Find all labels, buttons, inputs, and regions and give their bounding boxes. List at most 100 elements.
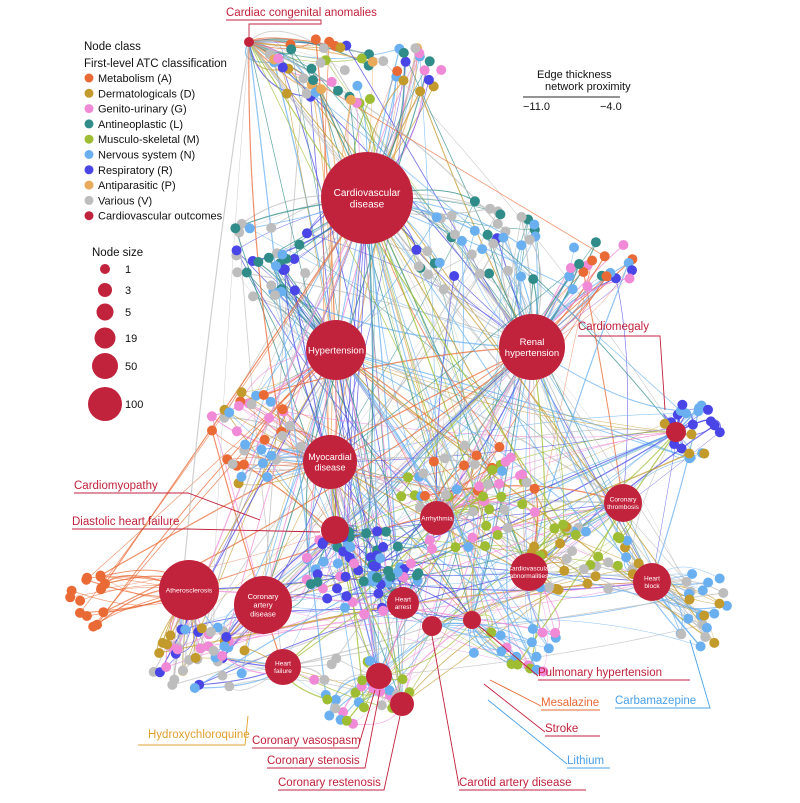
- drug-node[interactable]: [468, 647, 479, 658]
- drug-node[interactable]: [236, 387, 247, 398]
- drug-node[interactable]: [517, 499, 528, 510]
- drug-node[interactable]: [420, 490, 430, 501]
- outcome-hub[interactable]: [265, 649, 301, 685]
- drug-node[interactable]: [345, 94, 356, 105]
- drug-node[interactable]: [341, 591, 352, 602]
- drug-node[interactable]: [505, 452, 516, 463]
- drug-node[interactable]: [624, 273, 635, 284]
- drug-node[interactable]: [205, 626, 216, 637]
- drug-node[interactable]: [699, 610, 710, 621]
- drug-node[interactable]: [364, 655, 375, 666]
- drug-node[interactable]: [494, 478, 505, 489]
- drug-node[interactable]: [415, 86, 426, 97]
- drug-node[interactable]: [699, 448, 710, 459]
- drug-node[interactable]: [697, 585, 708, 596]
- drug-node[interactable]: [177, 665, 188, 676]
- outcome-hub[interactable]: [633, 563, 671, 601]
- drug-node[interactable]: [681, 408, 691, 419]
- drug-node[interactable]: [681, 576, 692, 587]
- outcome-node[interactable]: [321, 516, 349, 544]
- drug-node[interactable]: [424, 535, 435, 546]
- drug-node[interactable]: [599, 251, 610, 262]
- outcome-node[interactable]: [366, 663, 392, 689]
- drug-node[interactable]: [474, 481, 485, 492]
- drug-node[interactable]: [224, 681, 235, 692]
- drug-node[interactable]: [564, 271, 575, 282]
- drug-node[interactable]: [529, 483, 540, 494]
- drug-node[interactable]: [482, 229, 493, 240]
- drug-node[interactable]: [319, 674, 330, 685]
- drug-node[interactable]: [227, 459, 238, 469]
- drug-node[interactable]: [581, 526, 591, 537]
- drug-node[interactable]: [590, 571, 601, 582]
- drug-node[interactable]: [484, 268, 495, 279]
- drug-node[interactable]: [603, 557, 614, 568]
- drug-node[interactable]: [677, 399, 688, 410]
- drug-node[interactable]: [361, 528, 372, 539]
- drug-node[interactable]: [463, 542, 474, 552]
- drug-node[interactable]: [403, 472, 413, 483]
- drug-node[interactable]: [555, 538, 566, 549]
- drug-node[interactable]: [569, 242, 579, 253]
- drug-node[interactable]: [450, 542, 461, 553]
- outcome-hub[interactable]: [234, 576, 292, 634]
- drug-node[interactable]: [372, 526, 383, 537]
- drug-node[interactable]: [206, 411, 217, 422]
- drug-node[interactable]: [221, 632, 232, 642]
- outcome-hub[interactable]: [303, 435, 357, 489]
- drug-node[interactable]: [485, 203, 496, 214]
- drug-node[interactable]: [81, 611, 92, 621]
- outcome-node[interactable]: [244, 37, 254, 47]
- drug-node[interactable]: [316, 84, 327, 95]
- drug-node[interactable]: [543, 643, 554, 654]
- drug-node[interactable]: [392, 567, 403, 578]
- drug-node[interactable]: [338, 707, 348, 718]
- drug-node[interactable]: [301, 88, 312, 99]
- drug-node[interactable]: [684, 594, 695, 605]
- drug-node[interactable]: [397, 674, 408, 685]
- drug-node[interactable]: [587, 255, 598, 266]
- drug-node[interactable]: [251, 390, 262, 401]
- drug-node[interactable]: [405, 558, 416, 569]
- outcome-hub[interactable]: [306, 320, 366, 380]
- drug-node[interactable]: [459, 460, 469, 471]
- drug-node[interactable]: [241, 267, 252, 278]
- drug-node[interactable]: [478, 491, 489, 502]
- drug-node[interactable]: [384, 685, 395, 696]
- drug-node[interactable]: [231, 426, 242, 437]
- drug-node[interactable]: [265, 396, 276, 407]
- drug-node[interactable]: [410, 43, 421, 54]
- drug-node[interactable]: [378, 542, 389, 552]
- drug-node[interactable]: [335, 42, 346, 53]
- drug-node[interactable]: [703, 577, 714, 588]
- drug-node[interactable]: [277, 430, 288, 441]
- drug-node[interactable]: [266, 280, 277, 291]
- drug-node[interactable]: [270, 290, 280, 301]
- drug-node[interactable]: [469, 459, 480, 470]
- drug-node[interactable]: [219, 641, 230, 652]
- drug-node[interactable]: [419, 65, 430, 76]
- drug-node[interactable]: [359, 609, 370, 619]
- drug-node[interactable]: [262, 472, 273, 482]
- drug-node[interactable]: [423, 74, 434, 85]
- drug-node[interactable]: [709, 608, 720, 619]
- drug-node[interactable]: [324, 710, 335, 721]
- drug-node[interactable]: [492, 530, 503, 540]
- drug-node[interactable]: [480, 541, 491, 552]
- drug-node[interactable]: [340, 571, 351, 582]
- drug-node[interactable]: [686, 429, 697, 440]
- outcome-node[interactable]: [422, 616, 442, 636]
- drug-node[interactable]: [277, 249, 288, 260]
- drug-node[interactable]: [574, 259, 585, 269]
- drug-node[interactable]: [310, 34, 321, 45]
- drug-node[interactable]: [590, 237, 601, 248]
- drug-node[interactable]: [326, 659, 337, 670]
- drug-node[interactable]: [561, 553, 572, 564]
- drug-node[interactable]: [326, 76, 337, 87]
- drug-node[interactable]: [195, 643, 206, 654]
- drug-node[interactable]: [378, 605, 389, 616]
- drug-node[interactable]: [271, 261, 281, 271]
- drug-node[interactable]: [481, 520, 492, 531]
- drug-node[interactable]: [469, 225, 480, 236]
- drug-node[interactable]: [701, 622, 712, 633]
